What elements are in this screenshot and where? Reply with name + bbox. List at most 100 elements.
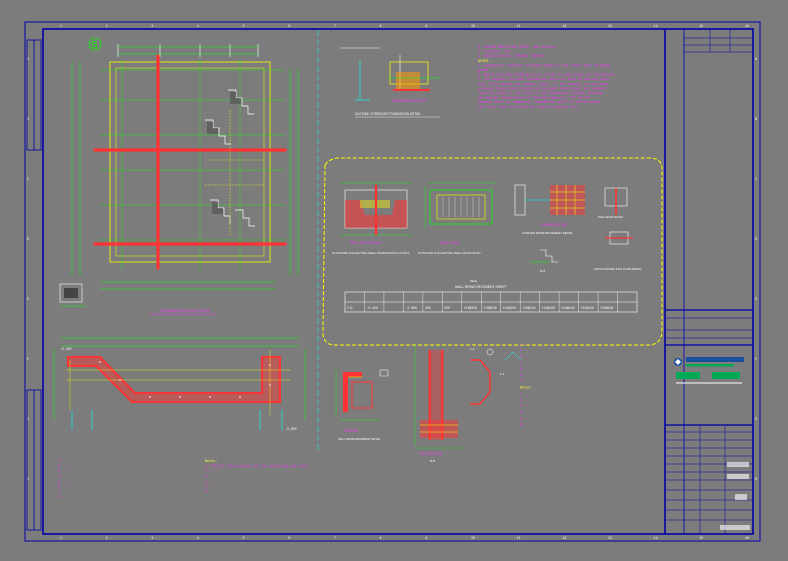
- svg-text:WALL REINFORCEMENT DETAIL: WALL REINFORCEMENT DETAIL: [338, 437, 381, 441]
- schedule-cell: -0.450: [366, 306, 378, 310]
- svg-text:1-1: 1-1: [470, 347, 475, 351]
- wall-schedule: WALL REINFORCEMENT SHEET Table YJ1 -0.450…: [344, 279, 638, 313]
- note-line: 3. ...: [520, 405, 532, 409]
- collecting-well-plan: WELL PLAN OUTDOOR COLLECTING WELL ROOF P…: [418, 182, 496, 255]
- column-ref-bottom: 14: [654, 536, 658, 540]
- l-wall-section: SECTION WALL REINFORCEMENT DETAIL: [335, 369, 389, 441]
- note-line: the frost line, and shall be laid on nat…: [478, 105, 580, 110]
- small-detail: [59, 283, 86, 307]
- wall-section-detail: WELL SECTION A-A OUTDOOR COLLECTING WELL…: [332, 182, 412, 255]
- note-line: layer by layer to the level of the found…: [478, 91, 602, 96]
- schedule-cell: Y10@150: [600, 306, 613, 310]
- notes-top-right: 1. DESIGN BASIS AND SCOPE: see details2.…: [478, 45, 616, 110]
- schedule-cell: Y10@150: [561, 306, 574, 310]
- row-ref-left: F: [27, 357, 29, 361]
- note-line: 1. ...: [58, 460, 70, 464]
- svg-text:-0.450: -0.450: [60, 347, 72, 351]
- note-line: 2. ...: [520, 399, 532, 403]
- column-ref-bottom: 4: [197, 536, 199, 540]
- schedule-cell: 250: [425, 306, 431, 310]
- note-line: NOTES:: [478, 60, 490, 64]
- svg-text:-3.800: -3.800: [285, 427, 297, 431]
- column-ref-bottom: 10: [471, 536, 475, 540]
- row-ref-left: D: [27, 237, 29, 241]
- note-line: 4. ...: [520, 362, 532, 366]
- note-line: 5. ...: [520, 417, 532, 421]
- column-ref-top: 2: [106, 24, 108, 28]
- note-line: 4. ...: [205, 480, 217, 484]
- svg-text:Table: Table: [470, 279, 478, 283]
- corner-detail-title: CORNER REINFORCEMENT DETAIL: [522, 231, 573, 235]
- row-ref-right: H: [755, 477, 757, 481]
- row-ref-left: E: [27, 297, 29, 301]
- svg-text:CORRIDOR SECTION: CORRIDOR SECTION: [392, 99, 427, 103]
- note-line: 6. ...: [58, 485, 70, 489]
- company-logo: [674, 357, 744, 384]
- row-ref-right: B: [755, 117, 757, 121]
- column-ref-bottom: 1: [60, 536, 62, 540]
- wall-schedule-title: WALL REINFORCEMENT SHEET: [455, 285, 507, 289]
- column-ref-top: 16: [745, 24, 749, 28]
- svg-text:WELL SECTION A-A: WELL SECTION A-A: [350, 241, 382, 245]
- column-ref-top: 8: [380, 24, 382, 28]
- note-line: 2. Concrete: C30 ...: [478, 50, 519, 55]
- row-ref-right: F: [755, 357, 757, 361]
- column-ref-bottom: 15: [699, 536, 703, 540]
- column-ref-top: 15: [699, 24, 703, 28]
- section-b-label: B-B: [430, 459, 435, 463]
- column-ref-bottom: 16: [745, 536, 749, 540]
- column-ref-top: 9: [425, 24, 427, 28]
- note-line: 3. ...: [58, 470, 70, 474]
- note-line: Notes:: [205, 460, 217, 464]
- row-ref-left: C: [27, 177, 29, 181]
- notes-bottom-right: 1. ...2. ...3. ...4. ...5. ...6. ...7. .…: [520, 343, 532, 428]
- schedule-cell: -3.800: [405, 306, 417, 310]
- corner-detail: CORNER DETAIL CORNER REINFORCEMENT DETAI…: [514, 184, 585, 235]
- row-ref-right: G: [755, 417, 757, 421]
- note-line: 6. ...: [520, 374, 532, 378]
- note-line: 5. ...: [205, 485, 217, 489]
- svg-text:PILE SECTION: PILE SECTION: [420, 452, 443, 456]
- detail-region: WELL SECTION A-A OUTDOOR COLLECTING WELL…: [322, 157, 663, 346]
- foundation-plan: S: [59, 37, 299, 315]
- schedule-cell: Y10@150: [522, 306, 535, 310]
- collecting-well-plan-title: OUTDOOR COLLECTING WELL ROOF PLAN: [418, 251, 480, 255]
- svg-text:SECTION: SECTION: [344, 429, 359, 433]
- schedule-cell: YJ1: [347, 306, 353, 310]
- svg-text:WELL PLAN: WELL PLAN: [440, 241, 459, 245]
- note-line: 3. ...: [205, 475, 217, 479]
- notes-bottom-left: 1. ...2. ...3. ...4. ...5. ...6. ...7. .…: [58, 460, 70, 499]
- notes-bottom-mid: Notes:1. C30 for the concrete of the col…: [205, 460, 315, 494]
- corridor-detail-title: OUTSIDE CORRIDOR FOUNDATION DETAIL: [355, 112, 421, 116]
- pile-detail-title: PILE-HEAD DETAIL: [598, 215, 624, 219]
- column-ref-top: 11: [517, 24, 521, 28]
- column-ref-bottom: 9: [425, 536, 427, 540]
- column-ref-bottom: 11: [517, 536, 521, 540]
- drawing-frame: [24, 21, 761, 542]
- title-block: [665, 29, 753, 534]
- row-ref-left: A: [27, 57, 29, 61]
- wall-section-title: OUTDOOR COLLECTING WELL FOUNDATION LAYOU…: [332, 251, 409, 255]
- note-line: 8. ...: [58, 495, 70, 499]
- note-line: 4. ...: [520, 411, 532, 415]
- note-line: excavate beyond and replace with graded …: [478, 86, 606, 91]
- schedule-cell: Y10@150: [581, 306, 594, 310]
- pile-section: 1-1 PILE SECTION B-B: [414, 345, 491, 463]
- column-ref-bottom: 6: [288, 536, 290, 540]
- note-line: 1. Foundation concrete strength grade is…: [478, 63, 610, 68]
- north-arrow-icon: S: [88, 37, 102, 51]
- note-line: 1. ...: [520, 393, 532, 397]
- note-line: Notes:: [520, 386, 532, 390]
- note-line: 3. The outdoor corridor foundation shall…: [478, 77, 610, 82]
- column-ref-bottom: 12: [562, 536, 566, 540]
- note-line: 3. ...: [520, 355, 532, 359]
- middle-sections: SECTION WALL REINFORCEMENT DETAIL 1-1 PI…: [335, 345, 522, 463]
- schedule-cell: Y10@150: [542, 306, 555, 310]
- note-line: beneath shall be compacted. Foundation s…: [478, 100, 600, 105]
- note-line: 2. ...: [520, 349, 532, 353]
- column-ref-top: 13: [608, 24, 612, 28]
- note-line: 1. DESIGN BASIS AND SCOPE: see details: [478, 45, 555, 50]
